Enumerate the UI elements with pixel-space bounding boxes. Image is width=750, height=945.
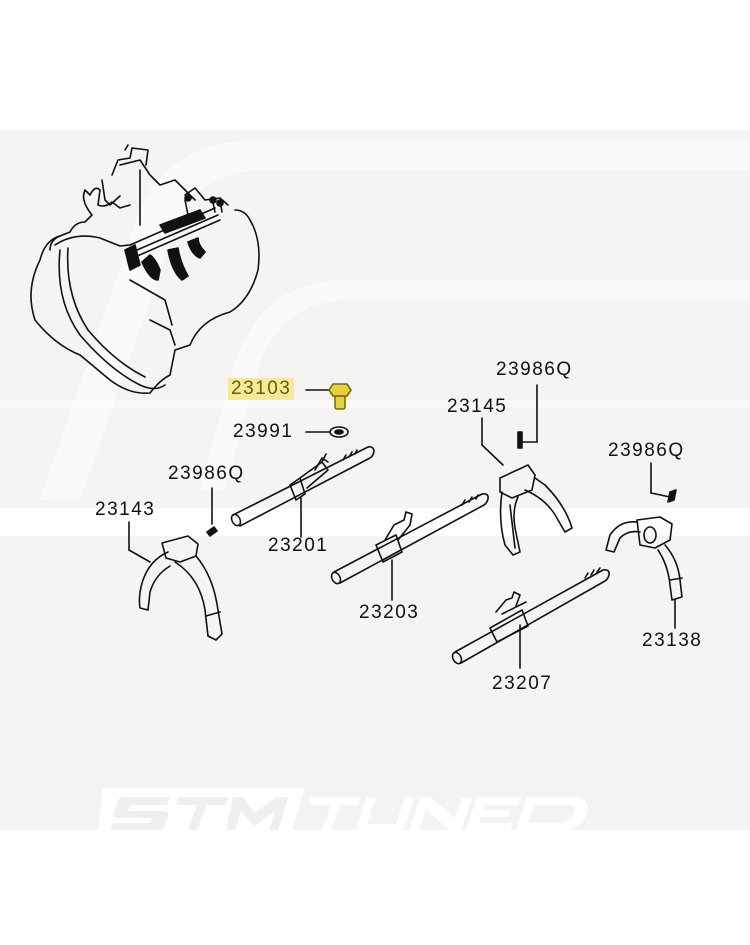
detent-pin-23986q-c <box>650 462 677 503</box>
shift-fork-23138 <box>605 516 683 629</box>
shift-rail-23203 <box>330 493 489 601</box>
stm-tuned-logo <box>98 788 588 830</box>
transmission-assembly <box>30 144 260 395</box>
washer-23991 <box>305 426 349 438</box>
part-label-23207[interactable]: 23207 <box>492 673 553 694</box>
part-label-23986q-a[interactable]: 23986Q <box>168 463 245 484</box>
part-label-23991[interactable]: 23991 <box>233 421 294 442</box>
part-label-23203[interactable]: 23203 <box>359 602 420 623</box>
shift-rail-23201 <box>230 446 375 538</box>
parts-drawing <box>30 144 683 669</box>
part-label-23986q-b[interactable]: 23986Q <box>496 359 573 380</box>
part-label-23103[interactable]: 23103 <box>228 378 295 400</box>
diagram-area: 23103 23991 23986Q 23143 23201 23203 231… <box>0 130 750 830</box>
part-label-23138[interactable]: 23138 <box>642 630 703 651</box>
detent-pin-23986q-b <box>517 384 538 449</box>
watermark-background <box>0 140 750 830</box>
part-label-23143[interactable]: 23143 <box>95 499 156 520</box>
detent-pin-23986q-a <box>206 487 218 537</box>
shift-rail-23207 <box>451 567 610 669</box>
shift-fork-23145 <box>481 417 573 556</box>
part-label-23201[interactable]: 23201 <box>268 535 329 556</box>
bolt-23103 <box>328 383 352 410</box>
part-label-23986q-c[interactable]: 23986Q <box>608 440 685 461</box>
shift-fork-23143 <box>128 521 223 641</box>
part-label-23145[interactable]: 23145 <box>447 396 508 417</box>
